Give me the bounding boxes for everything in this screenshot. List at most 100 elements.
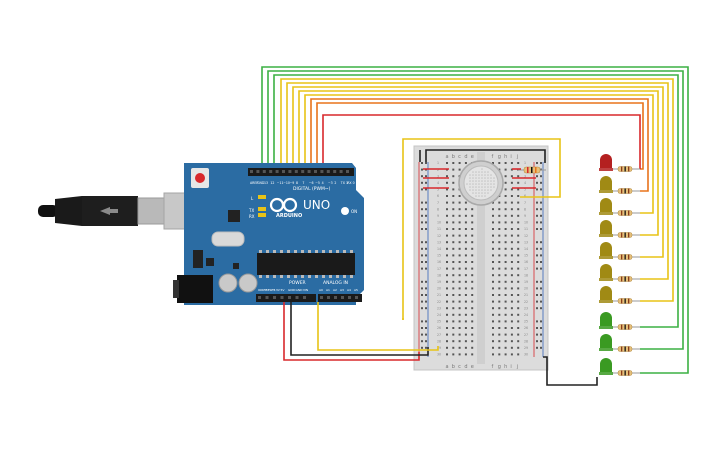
column-letter-bottom: h (504, 364, 507, 370)
crystal (211, 231, 245, 247)
row-number: 5 (437, 188, 439, 192)
breadboard-holes (421, 162, 542, 356)
power-pin-label: 5V (281, 288, 286, 292)
wire-a0 (317, 302, 439, 351)
breadboard-jumpers (402, 138, 561, 320)
digital-wire (267, 70, 684, 350)
analog-pin-label: A5 (354, 288, 358, 292)
resistor (617, 232, 633, 238)
digital-pin-label: ~11 (277, 181, 284, 185)
analog-pin-label: A3 (340, 288, 344, 292)
digital-pin-label: ~5 (315, 181, 320, 185)
row-number: 19 (524, 280, 528, 284)
row-number: 30 (437, 353, 441, 357)
gas-sensor (458, 160, 504, 206)
column-letter-top: g (498, 154, 501, 160)
wire-led-gnd (543, 356, 598, 386)
column-letter-top: a (446, 154, 449, 160)
power-jack (177, 275, 213, 303)
column-letter-top: b (452, 154, 455, 160)
digital-wire (310, 98, 649, 192)
led (599, 220, 640, 238)
row-number: 7 (524, 201, 526, 205)
column-letter-bottom: i (510, 364, 511, 370)
analog-pin-label: A0 (319, 288, 323, 292)
row-number: 12 (437, 234, 441, 238)
resistor (617, 166, 633, 172)
led (599, 334, 640, 352)
row-number: 1 (524, 161, 526, 165)
power-pin-label: VIN (303, 288, 308, 292)
row-number: 17 (524, 267, 528, 271)
resistor (617, 276, 633, 282)
digital-pin-label: RX 0 (347, 181, 354, 185)
power-pin-label: IOREF (258, 288, 267, 292)
column-letter-bottom: d (464, 364, 467, 370)
row-number: 27 (524, 333, 528, 337)
row-number: 12 (524, 234, 528, 238)
digital-label: DIGITAL (PWM~) (293, 186, 331, 192)
wire-gnd (290, 302, 429, 356)
resistor (617, 324, 633, 330)
aref-pin-label: AREF (250, 181, 258, 185)
chip-pins (259, 250, 353, 278)
row-number: 28 (524, 339, 528, 343)
column-letter-bottom: e (471, 364, 474, 370)
led (599, 312, 640, 330)
row-number: 17 (437, 267, 441, 271)
row-number: 29 (437, 346, 441, 350)
digital-pin-label: TX 1 (340, 181, 348, 185)
arduino-uno-board: ARDUINO UNO DIGITAL (PWM~) POWER ANALOG … (173, 163, 364, 305)
led (599, 358, 640, 376)
digital-pin-label: 8 (296, 181, 298, 185)
row-number: 27 (437, 333, 441, 337)
row-number: 15 (524, 254, 528, 258)
digital-pin-label: 12 (270, 181, 274, 185)
power-header (256, 294, 316, 302)
row-number: 16 (437, 260, 441, 264)
arduino-logo: ARDUINO (269, 197, 302, 219)
row-number: 16 (524, 260, 528, 264)
row-number: 29 (524, 346, 528, 350)
led (599, 198, 640, 216)
digital-wire (316, 102, 644, 170)
row-number: 4 (437, 181, 439, 185)
row-number: 21 (524, 293, 528, 297)
digital-pin-label: 13 (264, 181, 268, 185)
resistor (617, 346, 633, 352)
column-letter-bottom: b (452, 364, 455, 370)
row-number: 15 (437, 254, 441, 258)
row-number: 3 (524, 174, 526, 178)
row-number: 25 (437, 320, 441, 324)
column-letter-top: h (504, 154, 507, 160)
rx-label: RX (249, 214, 255, 219)
digital-header (248, 168, 354, 176)
row-number: 4 (524, 181, 526, 185)
sensor-mesh (466, 168, 495, 197)
resistor (617, 210, 633, 216)
column-letter-bottom: j (516, 364, 518, 370)
row-number: 14 (437, 247, 441, 251)
l-label: L (251, 196, 254, 201)
row-number: 19 (437, 280, 441, 284)
row-number: 11 (524, 227, 528, 231)
wire-5v (283, 302, 420, 361)
row-number: 26 (437, 326, 441, 330)
column-letter-bottom: g (498, 364, 501, 370)
led (599, 154, 640, 172)
capacitor-1 (218, 273, 238, 293)
row-number: 24 (437, 313, 441, 317)
digital-wire (261, 66, 689, 374)
row-number: 18 (437, 273, 441, 277)
column-letter-bottom: a (446, 364, 449, 370)
capacitor-2 (238, 273, 258, 293)
digital-wire-bundle (261, 66, 689, 374)
row-number: 13 (524, 240, 528, 244)
led-column (599, 154, 640, 376)
digital-wire (298, 90, 659, 236)
digital-pin-label: ~6 (309, 181, 314, 185)
usb-cable (38, 192, 209, 230)
